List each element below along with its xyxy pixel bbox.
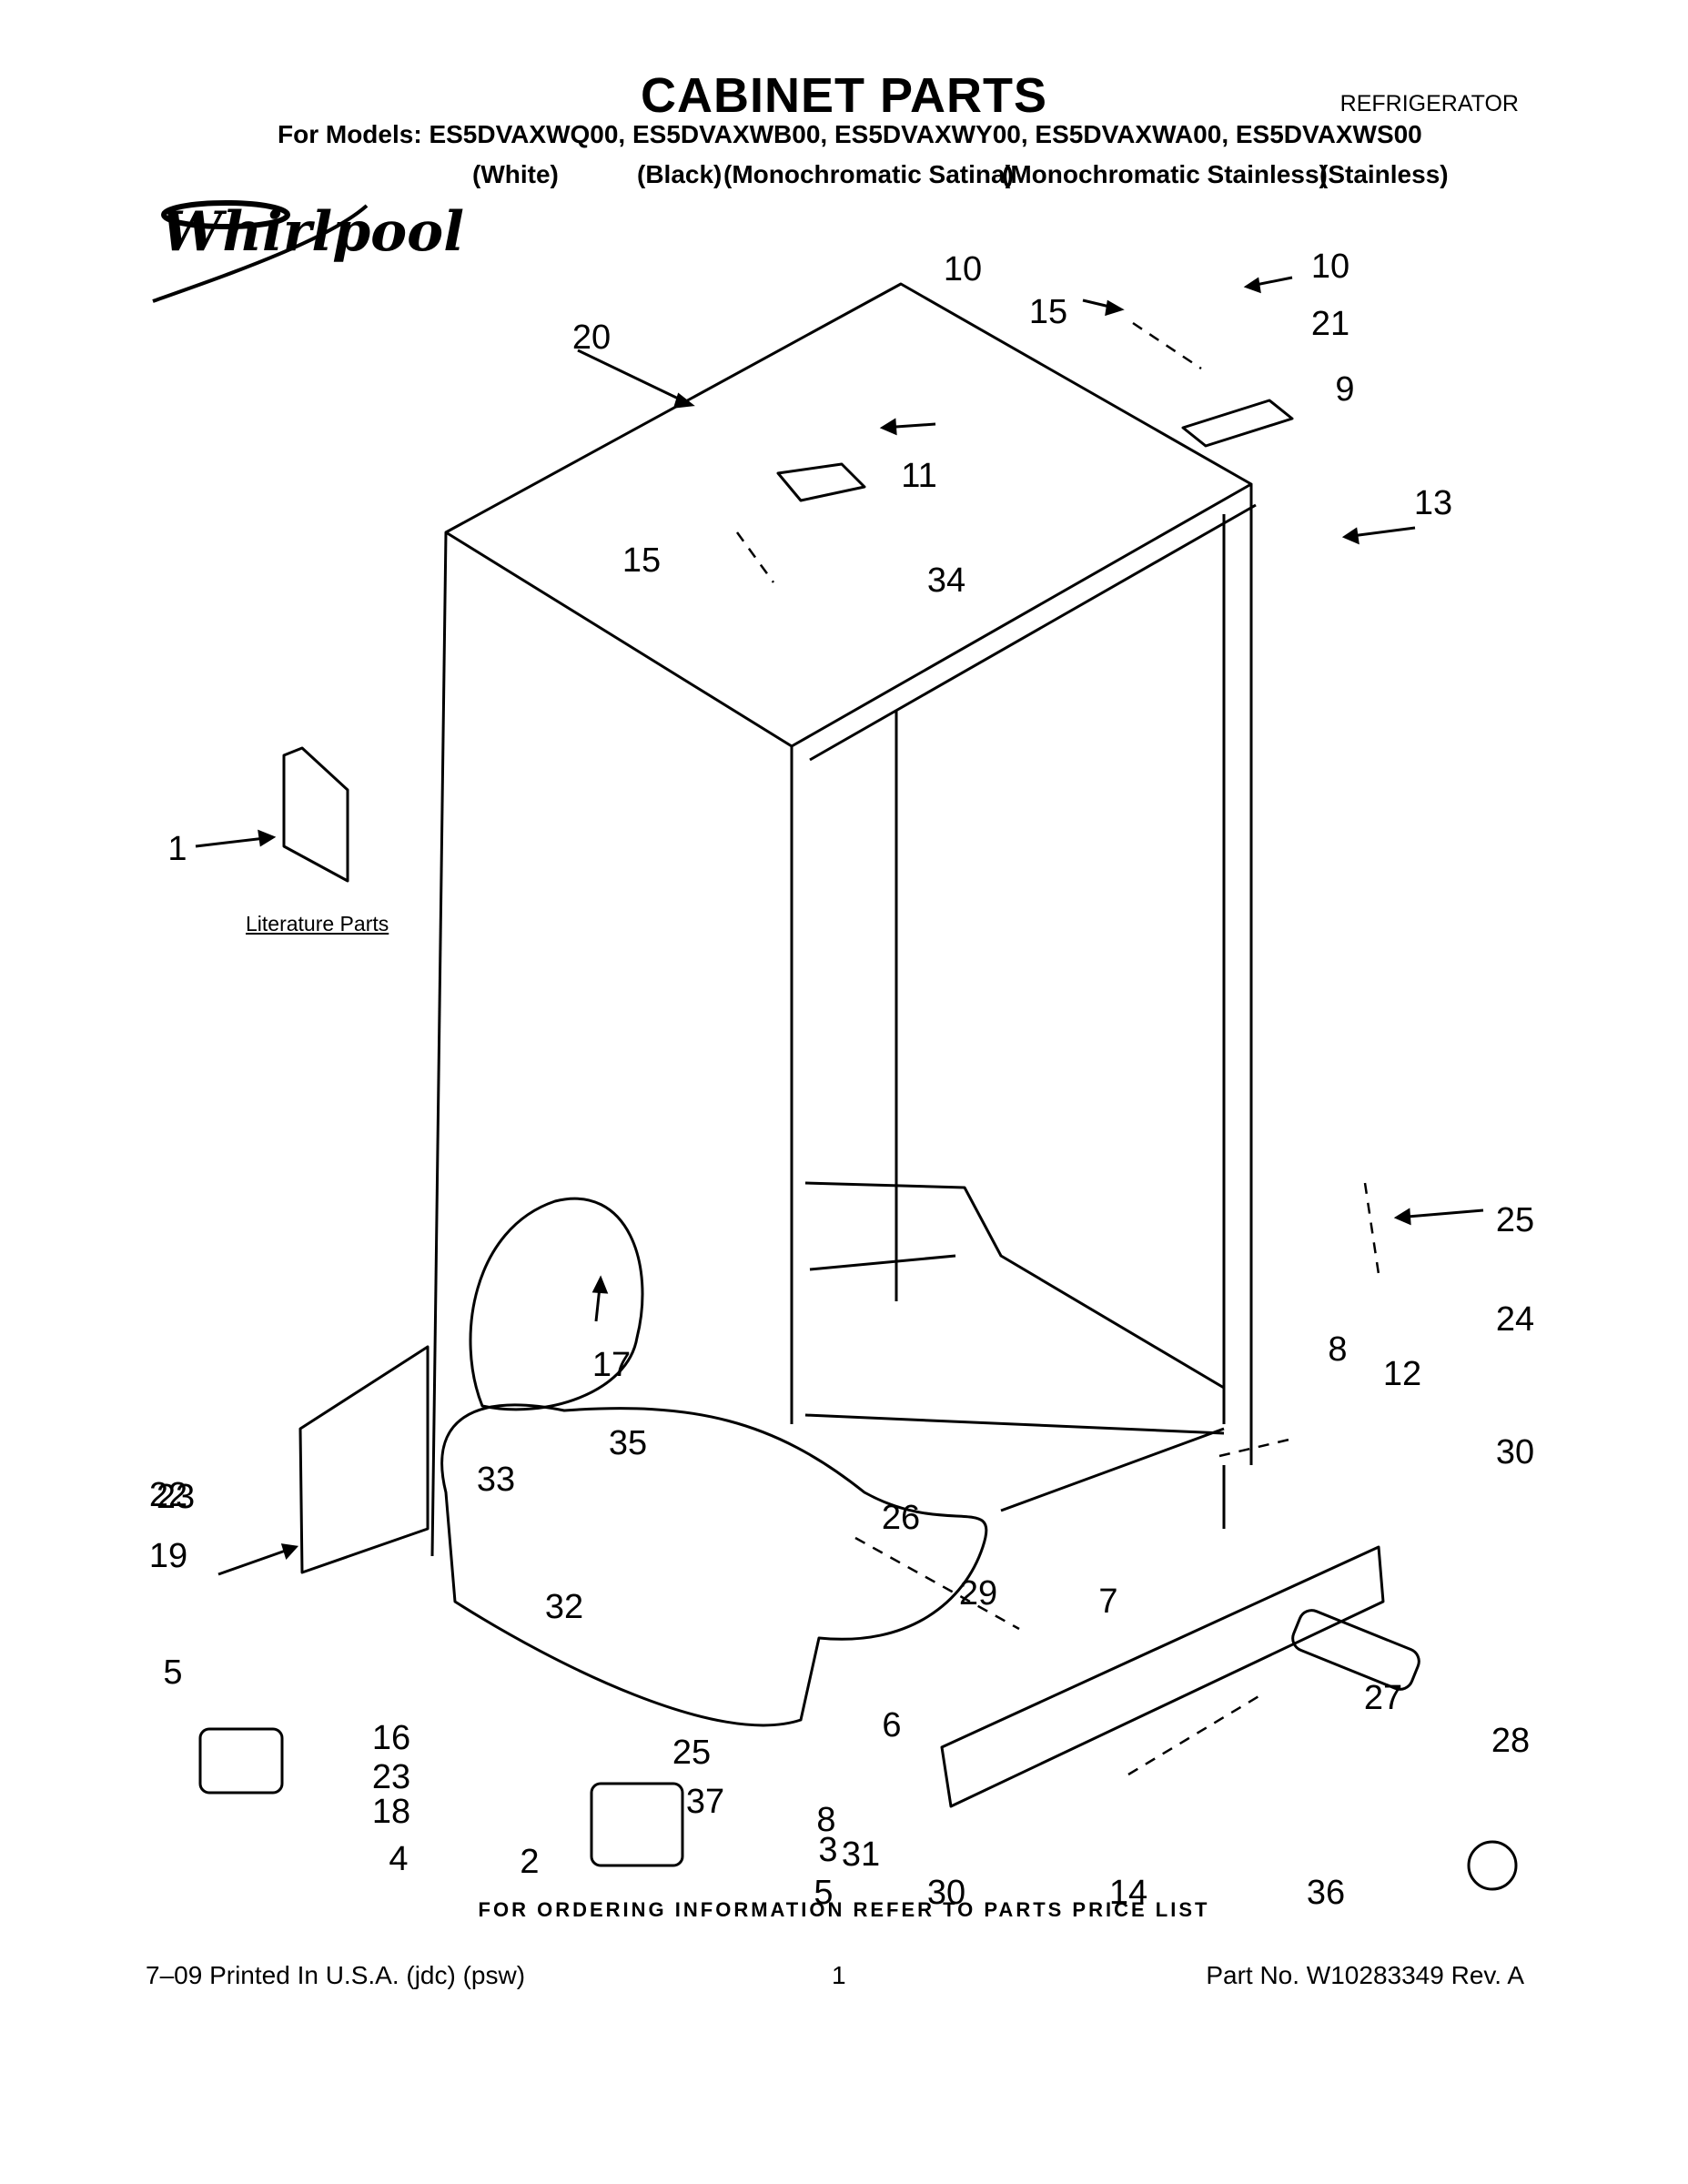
right-top-hinge: [1181, 399, 1294, 448]
left-top-hinge: [776, 462, 866, 502]
page-number: 1: [832, 1961, 846, 1989]
whirlpool-swirl-logo-icon: [152, 200, 369, 303]
callout-21: 21: [1311, 305, 1349, 343]
callout-10: 10: [1311, 248, 1349, 286]
variant-monochromatic-stainless: (Monochromatic Stainless): [1002, 160, 1328, 188]
callout-30: 30: [927, 1874, 965, 1912]
callout-27: 27: [1364, 1679, 1402, 1717]
callout-28: 28: [1491, 1722, 1530, 1760]
water-filter: [1291, 1609, 1420, 1691]
part-number: Part No. W10283349 Rev. A: [1206, 1961, 1524, 1989]
variant-monochromatic-satina: (Monochromatic Satina): [723, 160, 1014, 188]
variant-white: (White): [472, 160, 559, 188]
callout-9: 9: [1335, 370, 1354, 409]
callout-36: 36: [1307, 1874, 1345, 1912]
callout-37: 37: [686, 1783, 724, 1821]
callout-8: 8: [1328, 1330, 1347, 1369]
callout-14: 14: [1109, 1874, 1147, 1912]
vent-panel: [298, 1345, 430, 1574]
callout-31: 31: [842, 1835, 880, 1874]
callout-5: 5: [163, 1653, 182, 1692]
callout-25: 25: [1496, 1201, 1534, 1239]
callout-23: 23: [372, 1758, 410, 1796]
callout-6: 6: [882, 1706, 901, 1744]
callout-13: 13: [1414, 484, 1452, 522]
callout-26: 26: [882, 1499, 920, 1537]
literature-parts-label: Literature Parts: [246, 912, 389, 935]
callout-3: 3: [818, 1831, 837, 1869]
front-grille: [940, 1545, 1385, 1808]
cabinet-shell: [430, 282, 1257, 1557]
callout-20: 20: [572, 318, 611, 357]
callout-10: 10: [944, 250, 982, 288]
ordering-note: FOR ORDERING INFORMATION REFER TO PARTS …: [478, 1898, 1210, 1921]
callout-34: 34: [927, 561, 965, 600]
callout-24: 24: [1496, 1300, 1534, 1339]
bottom-hinge: [590, 1782, 684, 1867]
appliance-category: REFRIGERATOR: [1339, 91, 1519, 116]
callout-29: 29: [959, 1574, 997, 1613]
variant-black: (Black): [637, 160, 723, 188]
variant-stainless: (Stainless): [1319, 160, 1449, 188]
filter-cap: [1467, 1840, 1518, 1891]
callout-4: 4: [389, 1840, 408, 1878]
callout-11: 11: [901, 457, 936, 495]
inset-bubble: [469, 1197, 644, 1411]
page-title: CABINET PARTS: [640, 68, 1047, 123]
callout-19: 19: [149, 1537, 187, 1575]
leveling-roller: [198, 1727, 284, 1795]
callout-22: 22: [149, 1476, 187, 1514]
callout-30: 30: [1496, 1433, 1534, 1471]
callout-17: 17: [592, 1346, 631, 1384]
callout-25: 25: [672, 1734, 711, 1772]
callout-32: 32: [545, 1588, 583, 1626]
callout-16: 16: [372, 1719, 410, 1757]
callout-33: 33: [477, 1461, 515, 1499]
callout-15: 15: [622, 541, 661, 580]
callout-8: 8: [816, 1801, 835, 1839]
whirlpool-wordmark: Whirlpool: [161, 200, 464, 264]
models-line: For Models: ES5DVAXWQ00, ES5DVAXWB00, ES…: [278, 120, 1422, 148]
callout-12: 12: [1383, 1355, 1421, 1393]
base-cutaway-outline: [440, 1403, 988, 1727]
callout-5: 5: [814, 1874, 833, 1912]
callout-23: 23: [157, 1478, 195, 1516]
callout-1: 1: [167, 830, 187, 868]
literature-booklet: [282, 746, 349, 883]
callout-7: 7: [1098, 1582, 1117, 1621]
callout-35: 35: [609, 1424, 647, 1462]
print-info: 7–09 Printed In U.S.A. (jdc) (psw): [146, 1961, 526, 1989]
callout-2: 2: [520, 1843, 539, 1881]
callout-15: 15: [1029, 293, 1067, 331]
callout-18: 18: [372, 1793, 410, 1831]
